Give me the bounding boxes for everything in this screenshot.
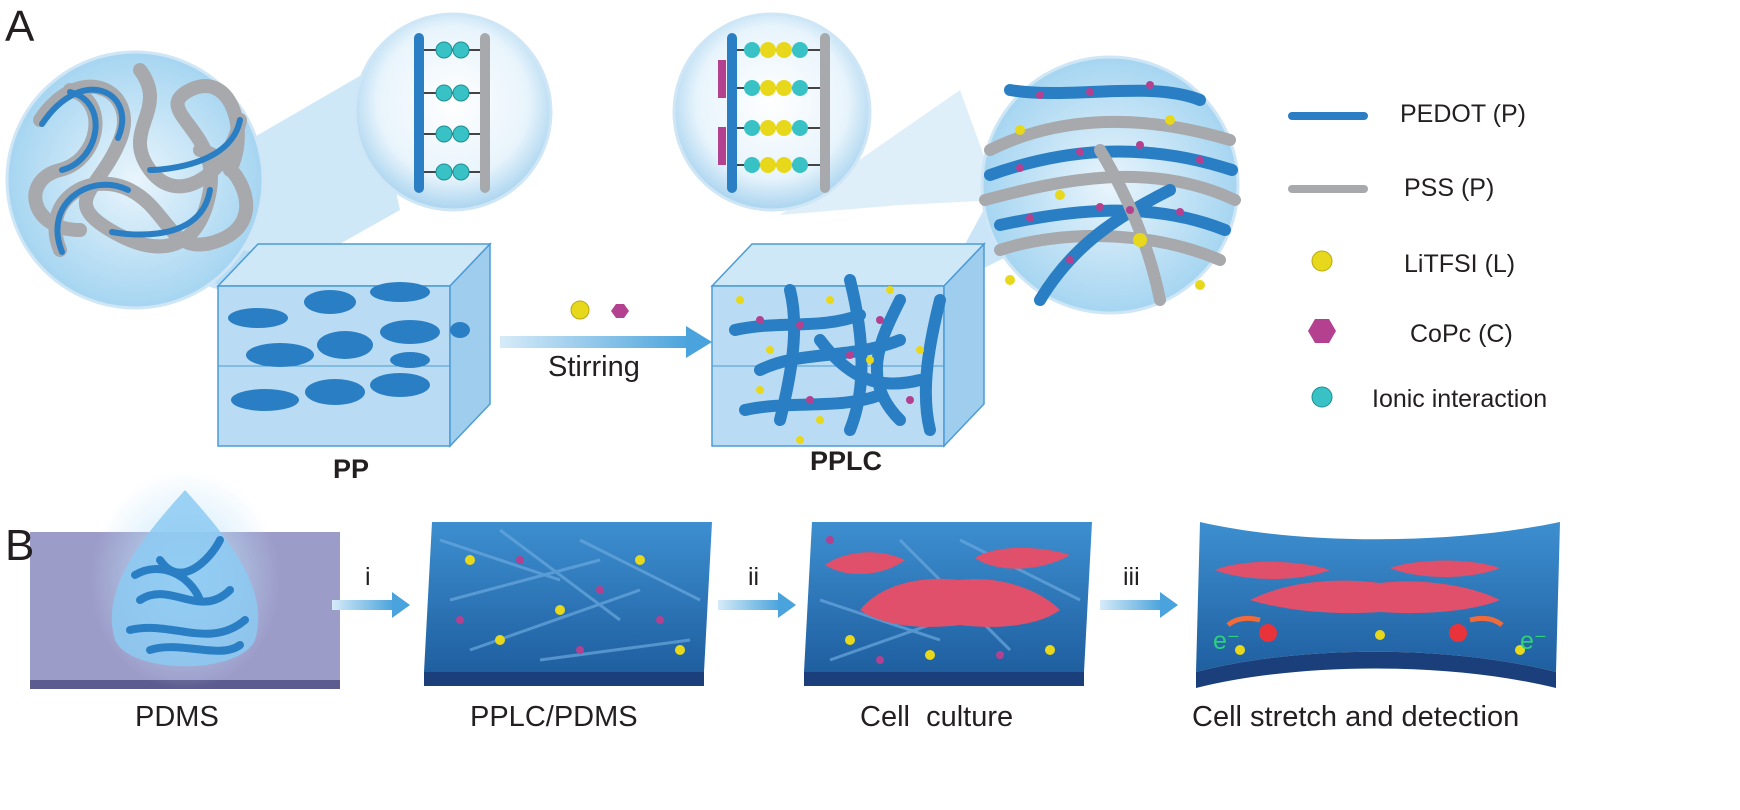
caption-pplc-pdms: PPLC/PDMS bbox=[470, 701, 638, 733]
step-label-i: i bbox=[365, 563, 371, 591]
step-arrows bbox=[332, 592, 1178, 618]
pp-box bbox=[216, 242, 492, 448]
legend-copc-label: CoPc (C) bbox=[1410, 320, 1513, 348]
legend-ionic-label: Ionic interaction bbox=[1372, 385, 1548, 413]
electron-label-left: e⁻ bbox=[1213, 627, 1241, 655]
pplc-pdms-film bbox=[424, 522, 712, 686]
stretched-film bbox=[1196, 522, 1560, 688]
panel-b-label: B bbox=[5, 521, 35, 570]
cell-shape bbox=[1215, 561, 1330, 579]
pp-interaction-bubble bbox=[353, 12, 553, 212]
pplc-box bbox=[710, 242, 986, 448]
pdms-substrate bbox=[30, 470, 340, 690]
pp-zoom-circle bbox=[5, 50, 265, 310]
legend-litfsi-label: LiTFSI (L) bbox=[1404, 250, 1516, 278]
cell-shape bbox=[825, 552, 905, 575]
electron-label-right: e⁻ bbox=[1520, 627, 1548, 655]
pplc-box-label: PPLC bbox=[810, 446, 883, 476]
legend-pss-label: PSS (P) bbox=[1404, 174, 1495, 202]
legend-pedot-label: PEDOT (P) bbox=[1400, 100, 1526, 128]
legend-symbols bbox=[1288, 112, 1368, 408]
pplc-zoom-circle bbox=[979, 55, 1241, 315]
cell-culture-film bbox=[804, 522, 1092, 686]
step-label-iii: iii bbox=[1123, 563, 1140, 591]
stirring-label: Stirring bbox=[548, 351, 640, 383]
cell-shape bbox=[1390, 560, 1500, 577]
panel-a-label: A bbox=[5, 2, 35, 51]
pp-box-label: PP bbox=[333, 454, 370, 484]
cell-shape bbox=[975, 547, 1070, 569]
stirring-arrow bbox=[500, 300, 712, 358]
step-label-ii: ii bbox=[748, 563, 760, 591]
caption-pdms: PDMS bbox=[135, 701, 219, 733]
cell-shape bbox=[860, 578, 1060, 627]
caption-cell-stretch: Cell stretch and detection bbox=[1192, 701, 1520, 733]
cell-shape bbox=[1250, 580, 1500, 614]
pplc-interaction-bubble bbox=[672, 12, 872, 212]
caption-cell-culture: Cell culture bbox=[860, 701, 1014, 733]
